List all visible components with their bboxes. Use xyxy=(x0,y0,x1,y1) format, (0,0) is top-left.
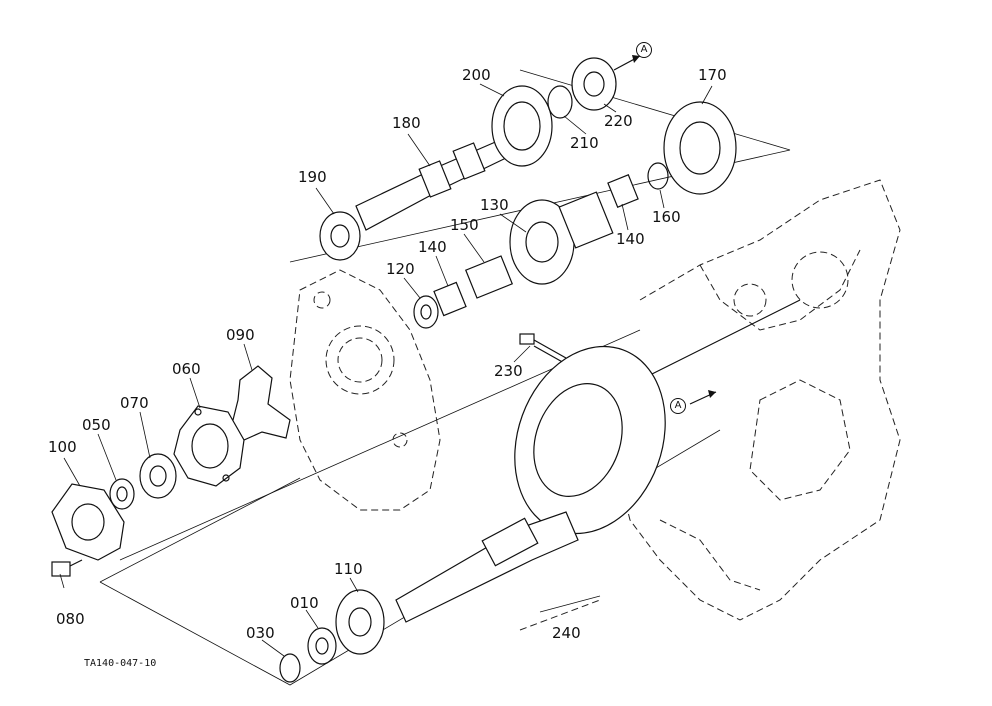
callout-170: 170 xyxy=(698,66,727,84)
callout-210: 210 xyxy=(570,134,599,152)
bearing-070 xyxy=(139,453,177,499)
callout-190: 190 xyxy=(298,168,327,186)
callout-220: 220 xyxy=(604,112,633,130)
collar-120 xyxy=(413,295,439,329)
shift-fork xyxy=(231,365,291,441)
callout-180: 180 xyxy=(392,114,421,132)
callout-120: 120 xyxy=(386,260,415,278)
callout-160: 160 xyxy=(652,208,681,226)
callout-070: 070 xyxy=(120,394,149,412)
flange-plate-100 xyxy=(51,483,125,561)
bearing-110 xyxy=(335,589,385,655)
callout-150: 150 xyxy=(450,216,479,234)
gear-130 xyxy=(509,191,614,285)
callout-090: 090 xyxy=(226,326,255,344)
bearing-190 xyxy=(319,211,361,261)
upper-shaft-180 xyxy=(355,139,507,231)
reference-arrows xyxy=(632,55,717,405)
callout-010: 010 xyxy=(290,594,319,612)
callout-060: 060 xyxy=(172,360,201,378)
callout-050: 050 xyxy=(82,416,111,434)
callout-140-right: 140 xyxy=(616,230,645,248)
bolt-080 xyxy=(51,559,83,577)
bearing-cover xyxy=(173,405,245,487)
gear-170 xyxy=(663,101,737,195)
seal-050 xyxy=(109,478,135,510)
collar-010 xyxy=(307,627,337,665)
sleeve-150 xyxy=(464,255,514,299)
snap-ring-030 xyxy=(279,653,301,683)
bevel-ring-gear xyxy=(514,345,666,535)
reference-mark-a-top: A xyxy=(636,42,652,58)
callout-100: 100 xyxy=(48,438,77,456)
callout-080: 080 xyxy=(56,610,85,628)
bolt-230 xyxy=(519,333,567,365)
leader-lines xyxy=(59,83,713,657)
collar-160 xyxy=(647,162,669,190)
transmission-housing xyxy=(619,179,901,621)
callout-030: 030 xyxy=(246,624,275,642)
callout-130: 130 xyxy=(480,196,509,214)
callout-140-left: 140 xyxy=(418,238,447,256)
callout-110: 110 xyxy=(334,560,363,578)
drawing-code: TA140-047-10 xyxy=(84,658,157,669)
callout-230: 230 xyxy=(494,362,523,380)
callout-240: 240 xyxy=(552,624,581,642)
pinion-shaft-240 xyxy=(395,511,601,631)
reference-mark-a-mid: A xyxy=(670,398,686,414)
needle-bearing-140-left xyxy=(433,281,467,317)
center-plate xyxy=(289,269,441,511)
gear-200 xyxy=(491,85,553,167)
snap-ring-210 xyxy=(547,85,573,119)
callout-200: 200 xyxy=(462,66,491,84)
needle-bearing-140-right xyxy=(607,174,639,208)
bearing-220 xyxy=(571,55,641,111)
